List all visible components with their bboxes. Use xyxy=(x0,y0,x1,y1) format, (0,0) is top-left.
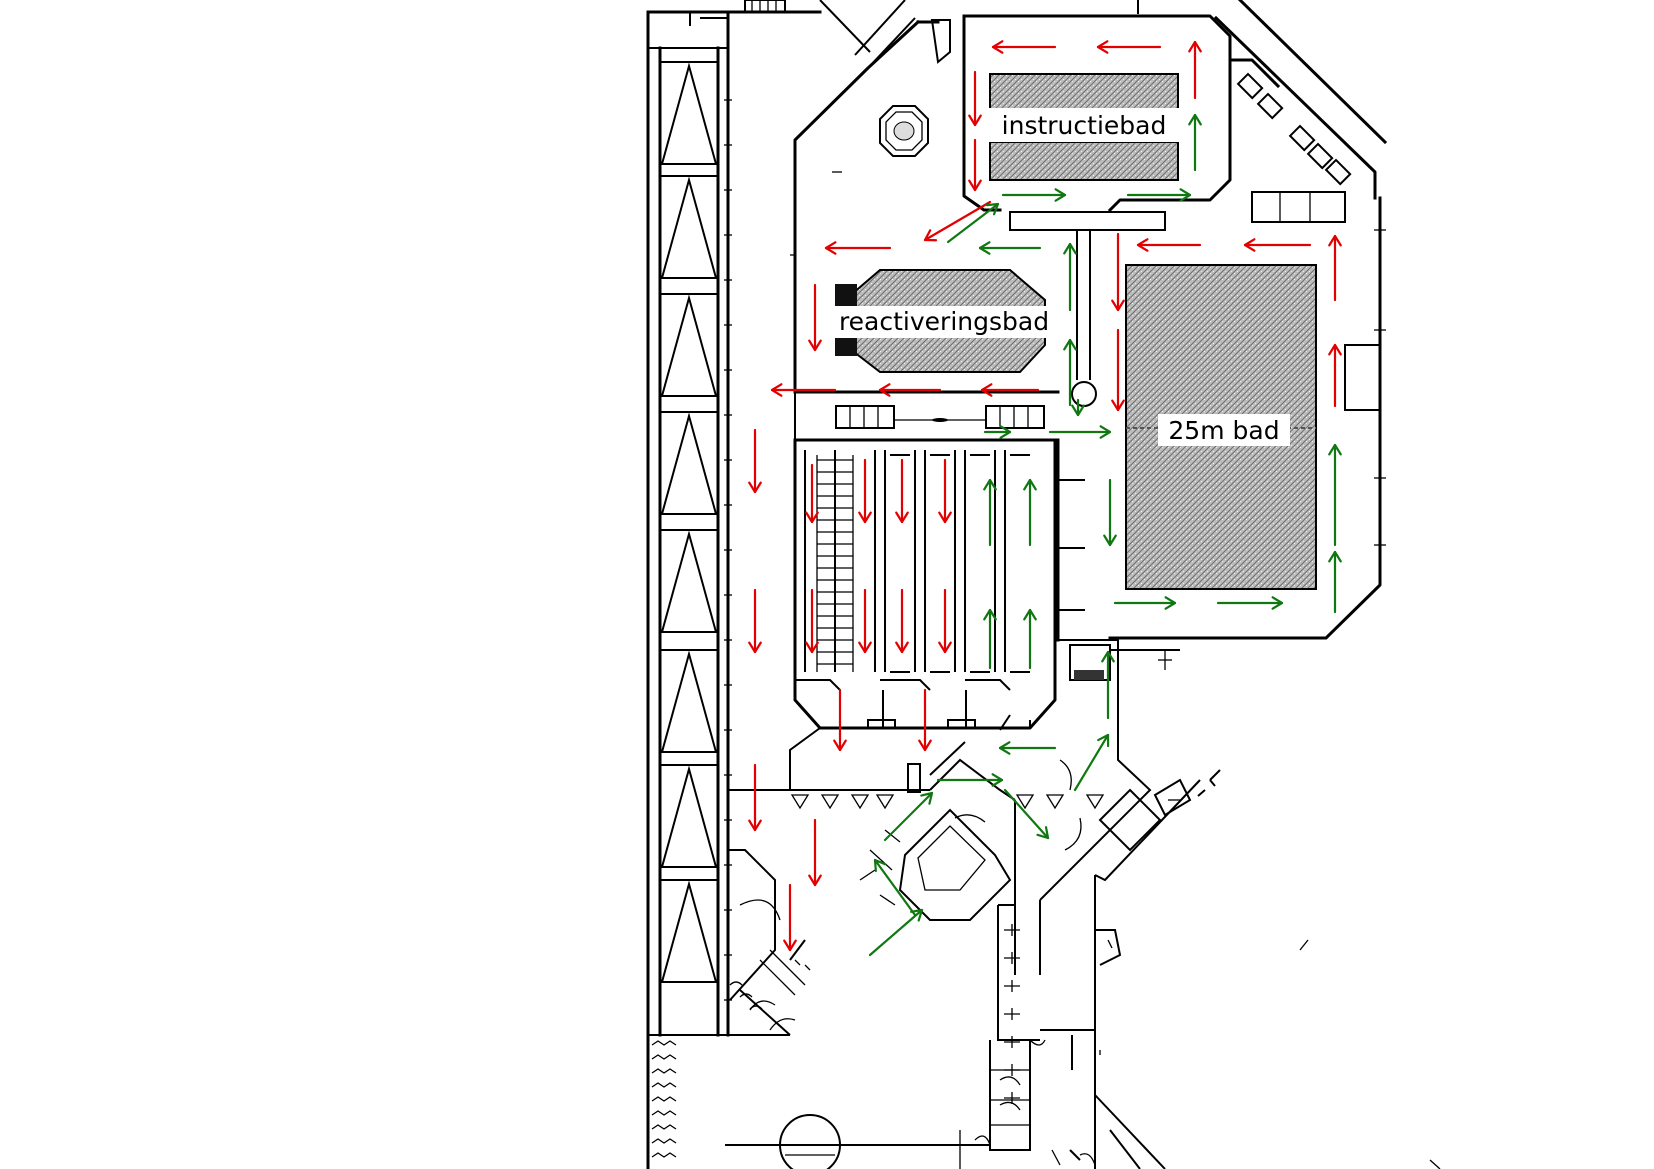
instructiebad-pool: instructiebad xyxy=(988,73,1180,181)
arrow-icon xyxy=(946,202,1000,244)
arrow-icon xyxy=(1103,478,1117,547)
arrow-icon xyxy=(983,478,997,547)
arrow-icon xyxy=(1003,788,1050,840)
arrow-icon xyxy=(858,588,872,654)
arrow-icon xyxy=(824,241,892,255)
reactiveringsbad-pool: reactiveringsbad xyxy=(828,269,1062,373)
arrow-icon xyxy=(858,458,872,524)
arrow-icon xyxy=(936,773,1004,787)
arrow-icon xyxy=(938,458,952,524)
pool-hall-walls xyxy=(790,0,1388,640)
arrow-icon xyxy=(1001,188,1067,202)
arrow-icon xyxy=(1328,234,1342,302)
arrow-icon xyxy=(1023,608,1037,670)
arrow-icon xyxy=(873,858,917,917)
arrow-icon xyxy=(783,883,797,952)
arrow-icon xyxy=(1073,733,1110,792)
arrow-icon xyxy=(770,383,837,397)
changing-rooms xyxy=(793,390,1180,731)
arrow-icon xyxy=(895,588,909,654)
arrow-icon xyxy=(1126,188,1192,202)
arrow-icon xyxy=(883,791,934,842)
arrow-icon xyxy=(1243,238,1312,252)
instructiebad-label: instructiebad xyxy=(1002,111,1167,140)
arrow-icon xyxy=(1328,343,1342,408)
arrow-icon xyxy=(1328,550,1342,614)
arrow-icon xyxy=(1101,650,1115,720)
red-route-arrows xyxy=(748,40,1342,952)
arrow-icon xyxy=(983,425,1012,439)
arrow-icon xyxy=(1096,40,1162,54)
arrow-icon xyxy=(805,588,819,654)
25m-bad-label: 25m bad xyxy=(1168,416,1279,445)
arrow-icon xyxy=(805,463,819,524)
green-route-arrows xyxy=(868,113,1342,957)
arrow-icon xyxy=(878,383,942,397)
arrow-icon xyxy=(1063,338,1077,407)
reactiveringsbad-label: reactiveringsbad xyxy=(839,307,1049,336)
arrow-icon xyxy=(1188,40,1202,100)
arrow-icon xyxy=(1071,398,1085,417)
entrance-area xyxy=(728,639,1221,1169)
arrow-icon xyxy=(938,588,952,654)
arrow-icon xyxy=(895,458,909,524)
arrow-icon xyxy=(748,763,762,832)
arrow-icon xyxy=(1111,328,1125,412)
arrow-icon xyxy=(923,200,992,242)
arrow-icon xyxy=(1113,596,1177,610)
25m-bad-pool: 25m bad xyxy=(1125,264,1317,590)
top-entrance-structure xyxy=(646,0,1139,69)
arrow-icon xyxy=(998,741,1057,755)
arrow-icon xyxy=(978,241,1042,255)
arrow-icon xyxy=(1048,425,1112,439)
arrow-icon xyxy=(968,70,982,127)
arrow-icon xyxy=(748,588,762,654)
arrow-icon xyxy=(1188,113,1202,172)
arrow-icon xyxy=(808,283,822,352)
arrow-icon xyxy=(918,688,932,752)
arrow-icon xyxy=(968,138,982,192)
arrow-icon xyxy=(748,428,762,494)
arrow-icon xyxy=(1063,242,1077,312)
arrow-icon xyxy=(833,688,847,752)
left-corridor-strip xyxy=(646,10,732,1169)
arrow-icon xyxy=(980,383,1040,397)
arrow-icon xyxy=(868,908,924,957)
arrow-icon xyxy=(1136,238,1202,252)
lower-left-block xyxy=(728,849,811,1036)
arrow-icon xyxy=(1023,478,1037,547)
arrow-icon xyxy=(1111,232,1125,312)
arrow-icon xyxy=(1216,596,1284,610)
arrow-icon xyxy=(991,40,1057,54)
arrow-icon xyxy=(1328,443,1342,547)
arrow-icon xyxy=(808,818,822,887)
service-block xyxy=(651,904,1441,1169)
arrow-icon xyxy=(983,608,997,670)
